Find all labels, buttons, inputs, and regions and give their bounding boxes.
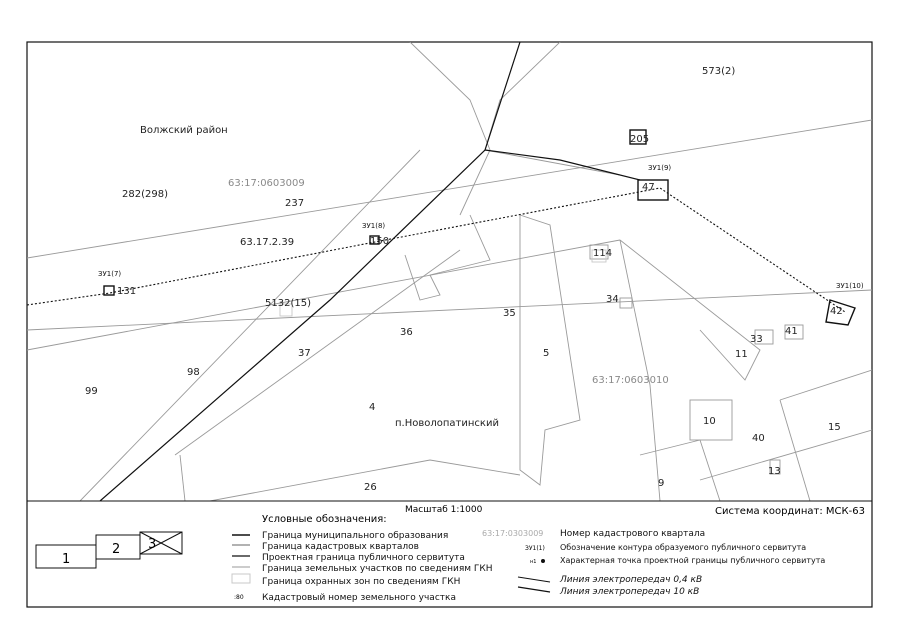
sheet-layout-scheme bbox=[35, 531, 183, 569]
legend-item: Линия электропередач 0,4 кВ bbox=[559, 575, 702, 585]
legend-item: Проектная граница публичного сервитута bbox=[262, 553, 465, 563]
parcel-label: 13 bbox=[768, 466, 781, 477]
legend-sample-point bbox=[541, 559, 545, 563]
parcel-label: 34 bbox=[606, 294, 619, 305]
coordinate-system-label: Система координат: МСК-63 bbox=[715, 506, 865, 517]
parcel-label: 573(2) bbox=[702, 66, 735, 77]
protection-zones bbox=[279, 249, 607, 317]
legend-sample-point-code: н1 bbox=[530, 559, 536, 565]
parcel-label: 35 bbox=[503, 308, 516, 319]
parcel-label: 33 bbox=[750, 334, 763, 345]
parcel-label: 98 bbox=[187, 367, 200, 378]
parcel-label: 5 bbox=[543, 348, 549, 359]
quarter-label: 63:17:0603010 bbox=[592, 375, 669, 386]
legend-item: Обозначение контура образуемого публично… bbox=[560, 543, 806, 552]
legend-sample-zone bbox=[231, 573, 251, 584]
legend-item: Номер кадастрового квартала bbox=[560, 529, 705, 539]
legend-sample-line-04kv bbox=[517, 576, 551, 583]
quarter-label: 63:17:0603009 bbox=[228, 178, 305, 189]
municipal-boundary bbox=[99, 42, 641, 501]
servitude-label: ЗУ1(7) bbox=[98, 270, 121, 278]
map-area: Волжский район п.Новолопатинский 63:17:0… bbox=[27, 42, 872, 501]
legend-sample-parcel-number: :80 bbox=[234, 594, 244, 601]
parcel-label: 114 bbox=[593, 248, 612, 259]
parcel-label: 37 bbox=[298, 348, 311, 359]
district-label: Волжский район bbox=[140, 125, 228, 136]
legend-item: Граница охранных зон по сведениям ГКН bbox=[262, 577, 460, 587]
legend-item: Кадастровый номер земельного участка bbox=[262, 593, 456, 603]
parcel-label: 282(298) bbox=[122, 189, 168, 200]
scale-label: Масштаб 1:1000 bbox=[405, 505, 483, 515]
legend-item: Граница кадастровых кварталов bbox=[262, 542, 419, 552]
parcel-label: 10 bbox=[703, 416, 716, 427]
parcel-label: 47 bbox=[642, 182, 655, 193]
parcel-label: 131 bbox=[117, 286, 136, 297]
parcel-label: 9 bbox=[658, 478, 664, 489]
parcel-label: 63.17.2.39 bbox=[240, 237, 294, 248]
layout-box-2: 2 bbox=[112, 542, 120, 557]
servitude-contours bbox=[103, 129, 856, 326]
legend-title: Условные обозначения: bbox=[262, 514, 387, 525]
legend-item: Линия электропередач 10 кВ bbox=[559, 587, 699, 597]
legend-item: Характерная точка проектной границы публ… bbox=[560, 556, 825, 565]
parcel-label: 40 bbox=[752, 433, 765, 444]
layout-box-3: 3 bbox=[148, 537, 156, 552]
servitude-label: ЗУ1(9) bbox=[648, 164, 671, 172]
servitude-label: ЗУ1(10) bbox=[836, 282, 864, 290]
parcel-label: 237 bbox=[285, 198, 304, 209]
parcel-label: 42 bbox=[830, 306, 843, 317]
legend-sample-quarter-number: 63:17:0303009 bbox=[482, 529, 543, 538]
parcel-label: 41 bbox=[785, 326, 798, 337]
map-frame bbox=[26, 41, 873, 608]
legend-item: Граница муниципального образования bbox=[262, 531, 448, 541]
parcel-label: 5132(15) bbox=[265, 298, 311, 309]
parcel-label: 99 bbox=[85, 386, 98, 397]
power-line-10kv bbox=[27, 187, 846, 313]
parcel-label: 15 bbox=[828, 422, 841, 433]
parcel-label: 205 bbox=[630, 134, 649, 145]
parcel-label: 11 bbox=[735, 349, 748, 360]
legend-item: Граница земельных участков по сведениям … bbox=[262, 564, 493, 574]
parcel-label: 26 bbox=[364, 482, 377, 493]
parcel-boundaries bbox=[27, 42, 872, 501]
legend-sample-line-10kv bbox=[517, 586, 551, 593]
settlement-label: п.Новолопатинский bbox=[395, 418, 499, 429]
legend-sample-contour-code: ЗУ1(1) bbox=[525, 545, 545, 552]
layout-box-1: 1 bbox=[62, 552, 70, 567]
parcel-label: 150 bbox=[370, 236, 389, 247]
servitude-label: ЗУ1(8) bbox=[362, 222, 385, 230]
parcel-label: 36 bbox=[400, 327, 413, 338]
parcel-label: 4 bbox=[369, 402, 375, 413]
